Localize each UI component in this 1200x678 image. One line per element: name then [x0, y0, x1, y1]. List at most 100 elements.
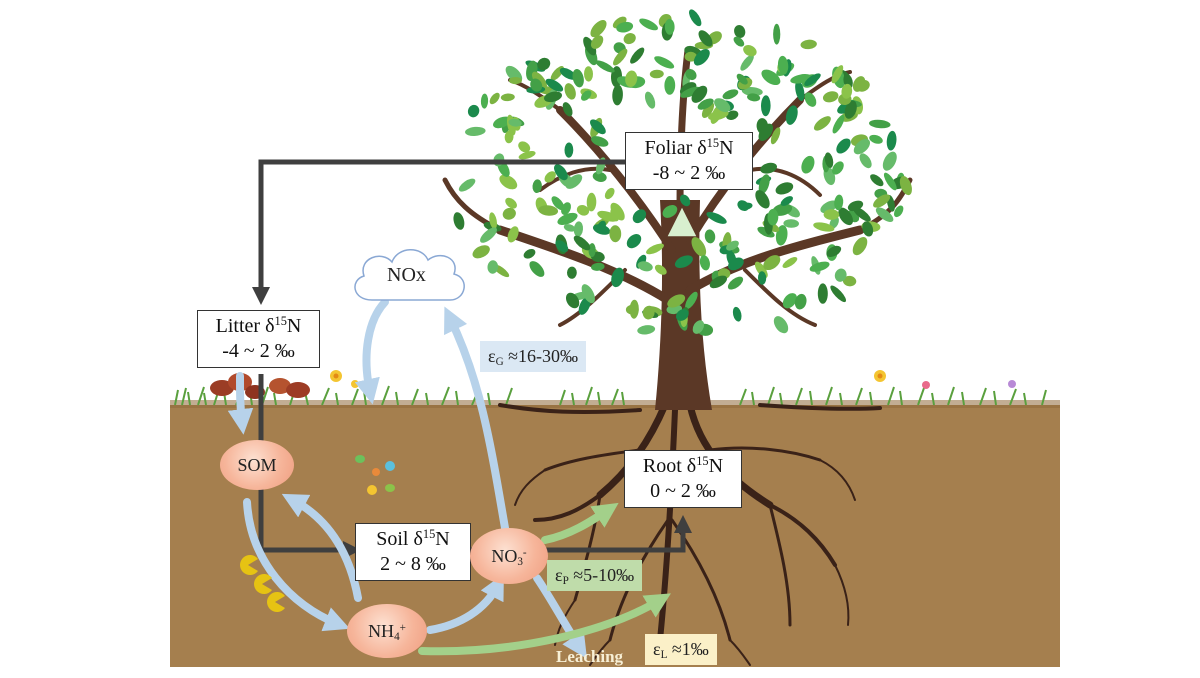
leaf-icon — [590, 35, 604, 49]
leaf-icon — [562, 102, 573, 117]
leaf-icon — [543, 91, 563, 103]
leaf-icon — [801, 155, 815, 174]
litter-pool-title: Litter δ15N — [215, 314, 302, 337]
leaf-icon — [822, 91, 839, 103]
leaf-icon — [761, 69, 781, 86]
leaf-icon — [782, 293, 797, 309]
leaf-icon — [629, 299, 639, 319]
leaf-icon — [489, 92, 500, 105]
leaf-icon — [604, 187, 615, 200]
leaf-icon — [836, 138, 851, 154]
leaf-icon — [747, 93, 761, 102]
leaf-icon — [899, 176, 912, 196]
leaf-icon — [813, 116, 831, 131]
root-pool-box: Root δ15N 0 ~ 2 ‰ — [624, 450, 742, 508]
pacman-icon — [240, 555, 285, 612]
leaf-icon — [728, 257, 744, 271]
leaf-icon — [809, 261, 830, 272]
leaf-icon — [611, 267, 624, 288]
leaf-icon — [680, 86, 701, 98]
foliar-pool-range: -8 ~ 2 ‰ — [652, 162, 726, 184]
leaf-icon — [770, 127, 781, 145]
leaf-icon — [583, 36, 597, 56]
leaf-icon — [726, 110, 739, 120]
leaf-icon — [489, 212, 497, 230]
leaf-icon — [502, 207, 516, 220]
leaf-icon — [646, 243, 664, 255]
leaf-icon — [817, 283, 828, 304]
root-pool-range: 0 ~ 2 ‰ — [650, 480, 716, 502]
leaching-arrow — [533, 574, 587, 659]
leaf-icon — [740, 54, 754, 71]
leaf-icon — [507, 226, 519, 243]
leaf-icon — [532, 179, 542, 193]
leaf-icon — [664, 18, 675, 35]
leaf-icon — [493, 116, 511, 129]
leaf-icon — [758, 174, 770, 195]
plant-fractionation-tag: εP ≈5-10‰ — [547, 560, 643, 591]
leaf-icon — [692, 320, 705, 334]
leaf-icon — [685, 291, 698, 310]
leaf-icon — [834, 268, 847, 282]
leaf-icon — [800, 39, 817, 50]
leaf-icon — [782, 257, 798, 268]
leaf-icon — [518, 141, 531, 153]
leaf-icon — [573, 235, 591, 251]
leaf-icon — [856, 79, 870, 92]
leaf-icon — [870, 174, 884, 187]
leaf-icon — [834, 194, 844, 211]
soil-pool-title: Soil δ15N — [376, 527, 450, 550]
leaf-icon — [733, 36, 745, 47]
leaf-icon — [544, 171, 556, 183]
no3-to-nox-arrow — [444, 306, 509, 532]
leaf-icon — [685, 68, 697, 81]
leaf-icon — [499, 174, 518, 190]
leaf-icon — [505, 197, 517, 209]
leaf-icon — [758, 123, 774, 141]
leaf-icon — [704, 229, 716, 244]
leaf-icon — [859, 153, 872, 169]
leaf-icon — [757, 271, 767, 285]
leaf-icon — [813, 222, 835, 232]
nh4-uptake-arrow — [418, 593, 671, 656]
leaf-icon — [875, 207, 894, 222]
leaf-icon — [632, 209, 647, 224]
leaf-icon — [573, 221, 584, 237]
leaf-icon — [873, 194, 891, 208]
leaf-icon — [693, 49, 710, 66]
leaf-icon — [894, 205, 904, 218]
leaf-icon — [736, 73, 748, 85]
leaf-icon — [625, 70, 638, 88]
root-pool-title: Root δ15N — [642, 454, 724, 477]
leaf-icon — [689, 9, 702, 27]
nh4-to-no3-arrow — [426, 573, 504, 634]
leaf-icon — [826, 245, 842, 257]
leaf-icon — [565, 174, 583, 189]
leaf-icon — [691, 85, 708, 103]
leaf-icon — [697, 98, 714, 110]
leaf-icon — [537, 57, 551, 71]
leaf-icon — [741, 87, 763, 96]
leaf-icon — [852, 206, 871, 222]
leaf-icon — [597, 210, 618, 222]
leaf-icon — [664, 76, 676, 95]
leaching-label: Leaching — [556, 647, 624, 666]
green-flows — [418, 502, 671, 656]
leaf-icon — [591, 262, 605, 271]
leaf-icon — [545, 78, 564, 92]
leaf-icon — [760, 162, 778, 174]
leaf-icon — [709, 275, 728, 289]
leaf-icon — [726, 240, 739, 251]
leaf-icon — [588, 243, 596, 258]
leaf-icon — [847, 200, 864, 212]
leaf-icon — [852, 236, 868, 256]
leaf-icon — [554, 164, 568, 181]
leaf-icon — [616, 21, 634, 33]
leaf-icon — [804, 73, 821, 87]
leaf-icon — [737, 200, 749, 211]
leaf-icon — [518, 150, 536, 160]
leaf-icon — [699, 255, 710, 271]
leaf-icon — [609, 225, 622, 243]
leaf-icon — [832, 161, 844, 175]
leaf-icon — [684, 51, 697, 62]
